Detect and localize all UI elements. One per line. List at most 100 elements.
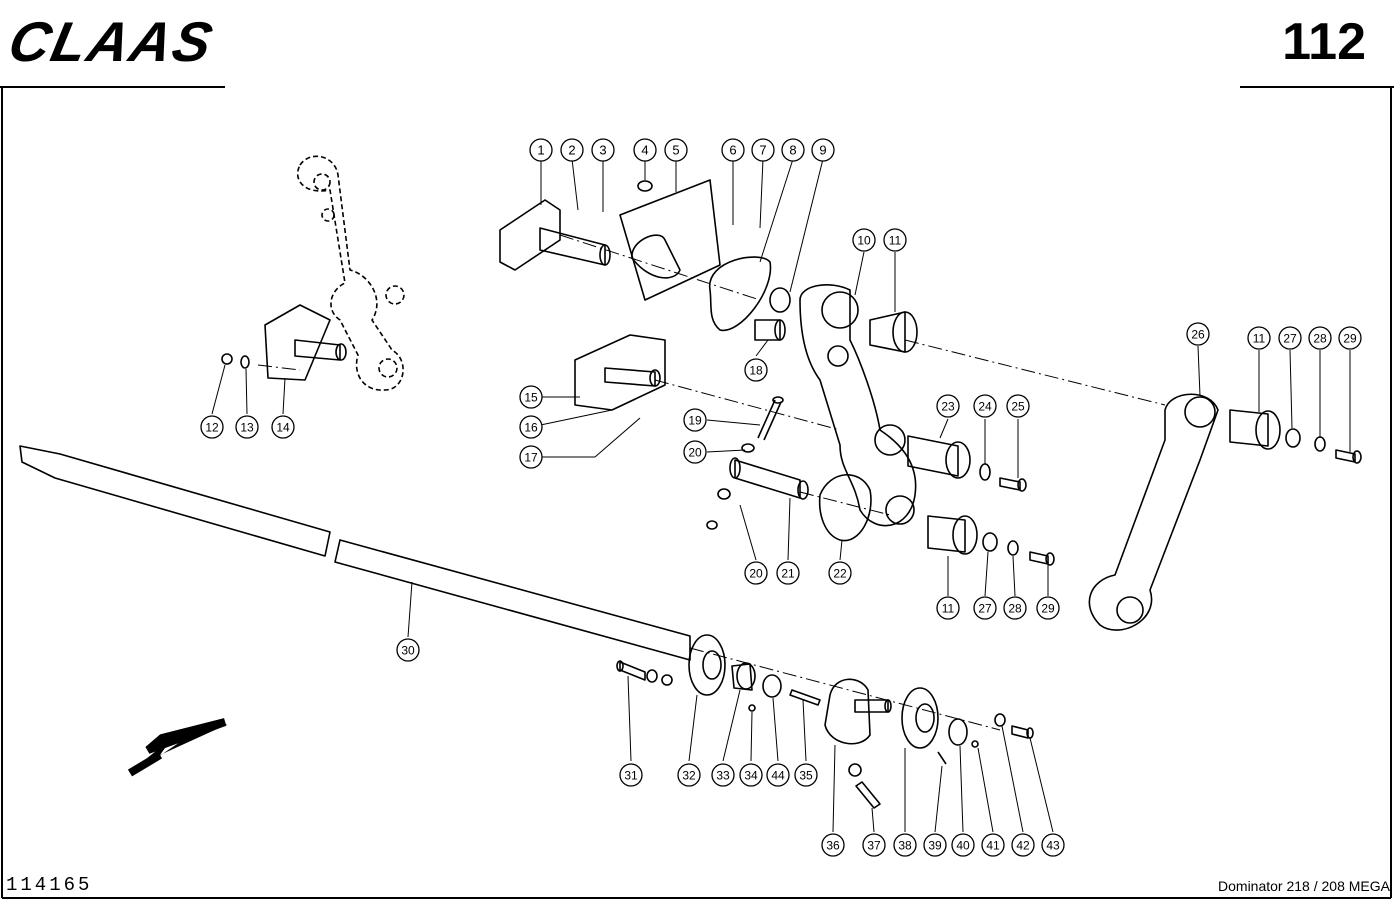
callout-label: 41 — [986, 839, 1000, 853]
model-label: Dominator 218 / 208 MEGA — [1218, 878, 1390, 894]
part-31-washer — [646, 669, 658, 683]
callout-bubble — [794, 763, 818, 787]
callout-label: 27 — [1283, 332, 1297, 346]
callout-label: 1 — [537, 143, 544, 158]
callout-31: 31 — [619, 763, 643, 787]
part-8-friction-disc — [709, 256, 772, 331]
part-29-bolt-lower — [1029, 551, 1055, 566]
phantom-lever — [296, 155, 405, 391]
callout-bubble — [751, 138, 775, 162]
callout-bubble — [1011, 833, 1035, 857]
callout-bubble — [744, 358, 768, 382]
callout-bubble — [721, 138, 745, 162]
callout-label: 35 — [799, 769, 813, 783]
callout-bubble — [1006, 394, 1030, 418]
callout-label: 36 — [826, 839, 840, 853]
callout-label: 30 — [401, 644, 415, 658]
part-27-washer-lower — [982, 532, 998, 552]
callout-label: 6 — [729, 143, 736, 158]
callout-6: 6 — [721, 138, 745, 162]
callout-36: 36 — [821, 833, 845, 857]
callout-label: 21 — [781, 567, 795, 581]
part-11-bushing-right — [1229, 409, 1281, 450]
part-11-bushing-lower — [927, 515, 978, 555]
callout-bubble — [766, 763, 790, 787]
callout-label: 7 — [759, 143, 766, 158]
callout-bubble — [683, 440, 707, 464]
callout-label: 13 — [240, 421, 254, 435]
drawing-number: 114165 — [6, 874, 93, 896]
callout-17: 17 — [519, 445, 543, 469]
page-number: 112 — [1282, 13, 1366, 71]
callout-bubble — [821, 833, 845, 857]
callout-38: 38 — [893, 833, 917, 857]
callout-bubble — [923, 833, 947, 857]
callout-bubble — [852, 228, 876, 252]
assembly-axes — [257, 234, 1166, 731]
part-19-bolt — [757, 396, 784, 441]
callout-29: 29 — [1036, 596, 1060, 620]
callout-18: 18 — [744, 358, 768, 382]
callout-25: 25 — [1006, 394, 1030, 418]
callout-label: 42 — [1016, 839, 1030, 853]
callout-bubble — [683, 408, 707, 432]
callout-10: 10 — [852, 228, 876, 252]
callout-label: 28 — [1008, 602, 1022, 616]
callout-bubble — [560, 138, 584, 162]
callout-label: 38 — [898, 839, 912, 853]
callout-label: 31 — [624, 769, 638, 783]
callout-label: 20 — [688, 446, 702, 460]
callout-label: 8 — [789, 143, 796, 158]
callout-bubble — [1338, 326, 1362, 350]
callout-bubble — [936, 394, 960, 418]
callout-bubble — [591, 138, 615, 162]
part-21-pin — [729, 457, 809, 500]
callout-label: 34 — [744, 769, 758, 783]
part-40-collar — [948, 718, 968, 746]
part-5-plate — [619, 179, 721, 301]
callout-20: 20 — [744, 561, 768, 585]
callout-15: 15 — [519, 385, 543, 409]
callout-label: 10 — [857, 234, 871, 248]
callout-label: 23 — [941, 400, 955, 414]
part-32-flange-bearing — [688, 634, 726, 696]
callout-4: 4 — [633, 138, 657, 162]
callout-1: 1 — [529, 138, 553, 162]
part-22-disc — [818, 474, 872, 542]
callout-label: 39 — [928, 839, 942, 853]
callout-label: 17 — [524, 451, 538, 465]
callout-bubble — [711, 763, 735, 787]
callout-26: 26 — [1186, 322, 1210, 346]
part-11-bushing-upper — [869, 311, 918, 353]
callout-label: 40 — [956, 839, 970, 853]
callout-3: 3 — [591, 138, 615, 162]
part-1-pin-bracket — [499, 199, 611, 271]
callout-label: 25 — [1011, 400, 1025, 414]
part-10-lever — [799, 284, 917, 527]
callout-28: 28 — [1003, 596, 1027, 620]
callout-label: 5 — [672, 143, 679, 158]
callout-label: 22 — [833, 567, 847, 581]
part-12-nut — [221, 353, 233, 365]
callout-label: 18 — [749, 364, 763, 378]
callout-30: 30 — [396, 638, 420, 662]
callout-label: 11 — [942, 602, 955, 616]
callout-24: 24 — [973, 394, 997, 418]
part-36-flange-bearing — [824, 678, 892, 745]
part-14-bracket — [264, 304, 347, 381]
callout-label: 14 — [276, 421, 290, 435]
part-29-bolt-right — [1335, 449, 1362, 464]
callout-14: 14 — [271, 415, 295, 439]
callout-label: 15 — [524, 391, 538, 405]
part-13-washer — [240, 355, 250, 369]
part-4-nut — [637, 180, 653, 192]
part-15-bracket — [574, 334, 666, 411]
part-42-washer — [994, 713, 1006, 727]
callout-bubble — [200, 415, 224, 439]
part-33-collar — [731, 662, 756, 691]
part-20-clip-upper — [741, 443, 755, 453]
callout-bubble — [781, 138, 805, 162]
callout-label: 37 — [867, 839, 881, 853]
